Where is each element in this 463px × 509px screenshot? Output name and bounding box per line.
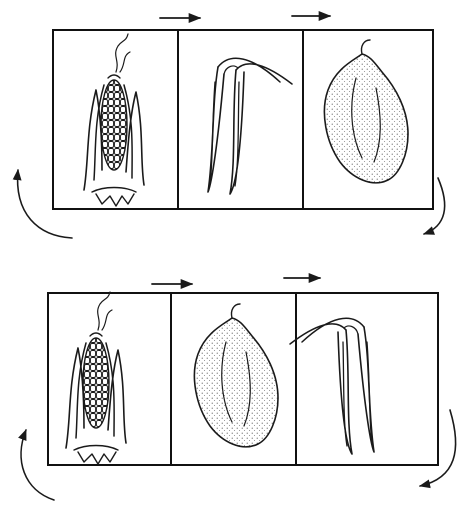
rotation-row-2	[21, 278, 456, 500]
rotation-row-1	[18, 16, 445, 238]
